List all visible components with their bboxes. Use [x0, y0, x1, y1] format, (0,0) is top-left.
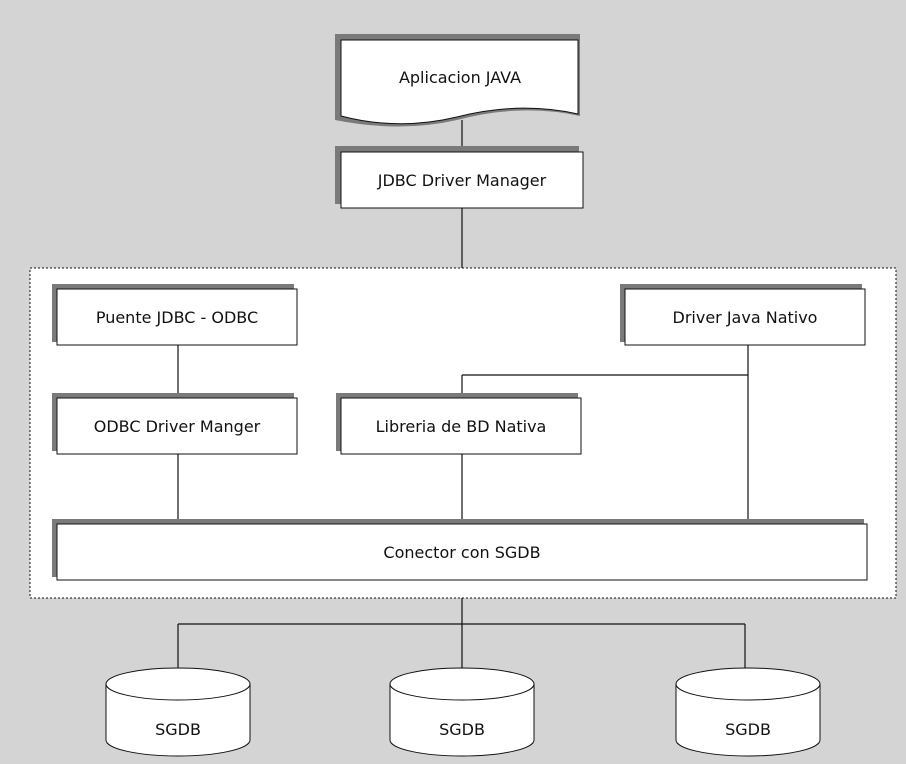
driver-manager-label: JDBC Driver Manager: [377, 171, 547, 190]
database-node-1: SGDB: [105, 667, 251, 757]
native-driver-box: [624, 288, 866, 346]
native-library-box: [340, 397, 582, 455]
bridge-node: Puente JDBC - ODBC: [52, 284, 298, 346]
database-rim-2: [389, 683, 535, 701]
native-driver-node: Driver Java Nativo: [620, 284, 866, 346]
bridge-label: Puente JDBC - ODBC: [96, 308, 258, 327]
app-node-shape: [340, 39, 579, 125]
database-label-3: SGDB: [725, 720, 771, 739]
database-rim-3: [675, 683, 821, 701]
odbc-manager-node: ODBC Driver Manger: [52, 393, 298, 455]
native-driver-label: Driver Java Nativo: [673, 308, 818, 327]
database-body-3: [675, 667, 821, 757]
database-label-2: SGDB: [439, 720, 485, 739]
app-node-label: Aplicacion JAVA: [399, 68, 521, 87]
native-library-node: Libreria de BD Nativa: [336, 393, 582, 455]
connector-label: Conector con SGDB: [383, 543, 540, 562]
connector-node: Conector con SGDB: [52, 519, 868, 581]
native-library-label: Libreria de BD Nativa: [376, 417, 547, 436]
database-label-1: SGDB: [155, 720, 201, 739]
connector-box: [56, 523, 868, 581]
database-node-2: SGDB: [389, 667, 535, 757]
database-body-1: [105, 667, 251, 757]
odbc-manager-label: ODBC Driver Manger: [94, 417, 261, 436]
app-node: Aplicacion JAVA: [335, 34, 580, 127]
driver-manager-node: JDBC Driver Manager: [335, 146, 584, 209]
database-body-2: [389, 667, 535, 757]
driver-manager-box: [340, 151, 584, 209]
database-rim-1: [105, 683, 251, 701]
database-node-3: SGDB: [675, 667, 821, 757]
odbc-manager-box: [56, 397, 298, 455]
bridge-box: [56, 288, 298, 346]
